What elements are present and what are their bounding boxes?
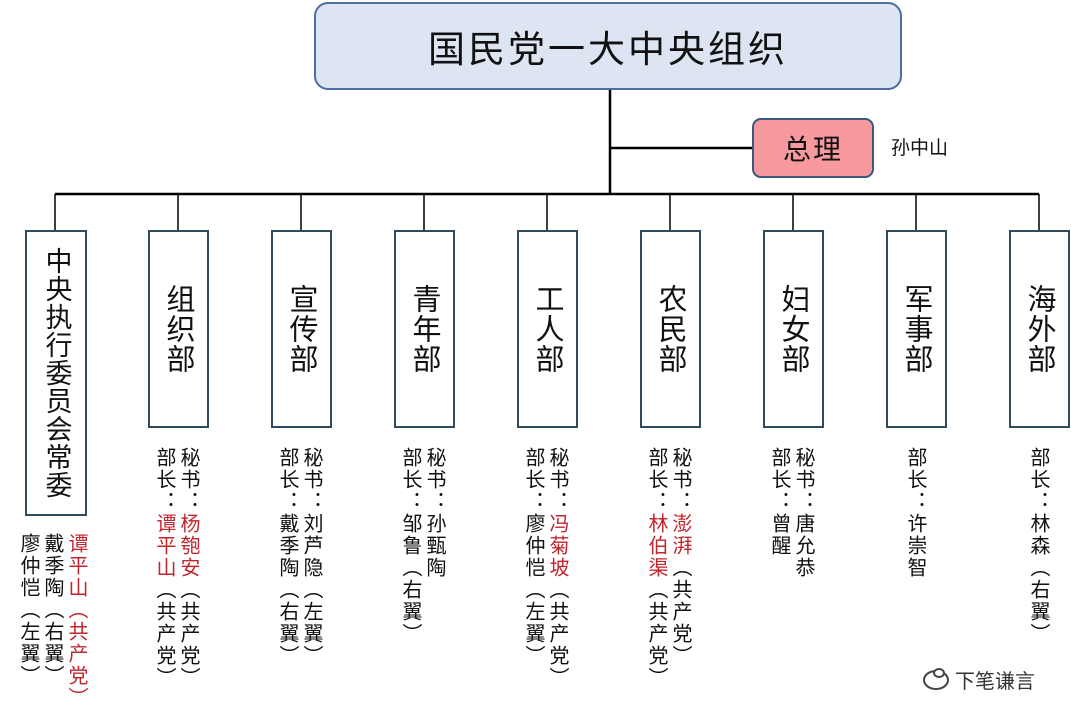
dept-box-propaganda: 宣传部 — [271, 230, 332, 428]
minister-organization: 部长：谭平山（共产党） — [153, 447, 177, 689]
dept-box-military: 军事部 — [886, 230, 947, 428]
minister-peasant: 部长：林伯渠（共产党） — [645, 447, 669, 689]
watermark: 下笔谦言 — [923, 665, 1035, 694]
secretary-organization: 秘书：杨匏安（共产党） — [177, 447, 201, 689]
minister-youth: 部长：邹鲁（右翼） — [399, 447, 423, 645]
dept-box-labor: 工人部 — [517, 230, 578, 428]
premier-name: 孙中山 — [891, 137, 949, 159]
minister-labor: 部长：廖仲恺（左翼） — [522, 447, 546, 667]
dept-box-youth: 青年部 — [394, 230, 455, 428]
premier-box: 总理 — [752, 118, 874, 178]
dept-label-propaganda: 宣传部 — [285, 284, 319, 374]
org-title-box: 国民党一大中央组织 — [314, 2, 902, 90]
minister-overseas: 部长：林森（右翼） — [1027, 447, 1051, 645]
committee-member-dai-jitao: 戴季陶（右翼） — [41, 533, 65, 687]
minister-military: 部长：许崇智 — [904, 447, 928, 579]
dept-box-standing-committee: 中央执行委员会常委 — [25, 230, 87, 516]
dept-box-women: 妇女部 — [763, 230, 824, 428]
dept-box-peasant: 农民部 — [640, 230, 701, 428]
dept-label-youth: 青年部 — [408, 284, 442, 374]
dept-label-women: 妇女部 — [777, 284, 811, 374]
dept-label-standing-committee: 中央执行委员会常委 — [40, 247, 72, 499]
committee-member-tan-pingshan: 谭平山（共产党） — [65, 533, 89, 709]
watermark-text: 下笔谦言 — [955, 669, 1035, 693]
premier-label: 总理 — [782, 133, 843, 166]
dept-label-labor: 工人部 — [531, 284, 565, 374]
committee-member-liao-zhongkai: 廖仲恺（左翼） — [17, 533, 41, 687]
minister-women: 部长：曾醒 — [768, 447, 792, 557]
dept-label-peasant: 农民部 — [654, 284, 688, 374]
dept-label-military: 军事部 — [900, 284, 934, 374]
dept-label-organization: 组织部 — [162, 284, 196, 374]
secretary-youth: 秘书：孙甄陶 — [423, 447, 447, 579]
secretary-labor: 秘书：冯菊坡（共产党） — [546, 447, 570, 689]
secretary-women: 秘书：唐允恭 — [792, 447, 816, 579]
secretary-peasant: 秘书：澎湃（共产党） — [669, 447, 693, 667]
secretary-propaganda: 秘书：刘芦隐（左翼） — [300, 447, 324, 667]
dept-box-overseas: 海外部 — [1009, 230, 1070, 428]
minister-propaganda: 部长：戴季陶（右翼） — [276, 447, 300, 667]
dept-box-organization: 组织部 — [148, 230, 209, 428]
dept-label-overseas: 海外部 — [1023, 284, 1057, 374]
wechat-icon — [923, 667, 949, 690]
org-title: 国民党一大中央组织 — [428, 28, 788, 71]
